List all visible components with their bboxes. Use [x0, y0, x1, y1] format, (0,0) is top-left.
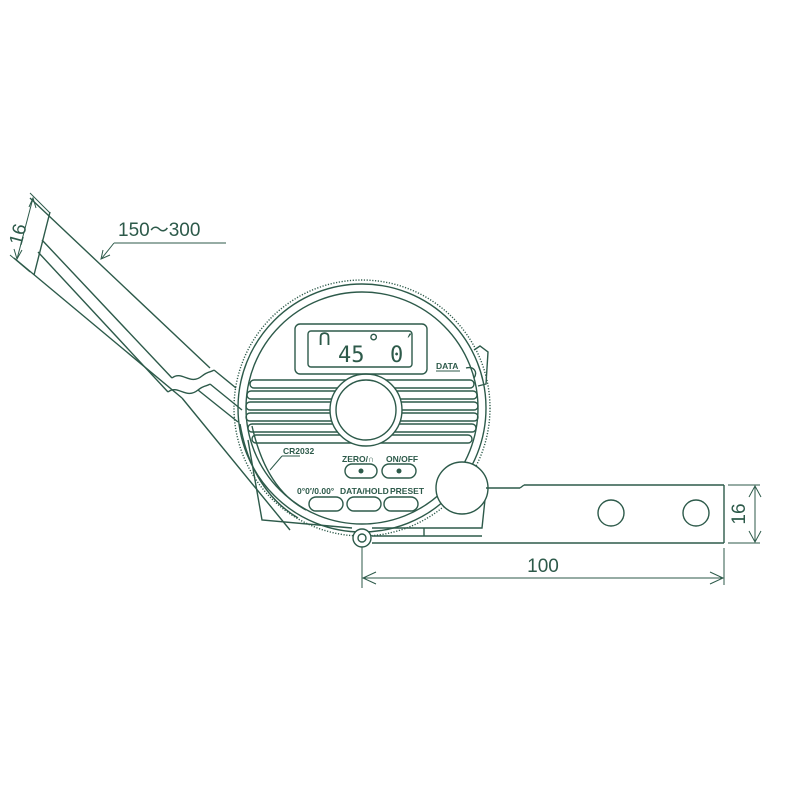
onoff-label: ON/OFF [386, 454, 418, 464]
mounting-hole-2 [682, 499, 710, 527]
lock-knob[interactable] [435, 461, 489, 515]
units-button[interactable] [308, 496, 344, 512]
dimension-base-length: 100 [361, 547, 725, 588]
dim-16-right: 16 [729, 503, 750, 524]
data-port-label: DATA [436, 361, 458, 371]
battery-label: CR2032 [283, 446, 314, 456]
dimension-base-width: 16 [728, 484, 762, 544]
lcd-minutes: 0 [390, 343, 403, 368]
lcd-indicator: ∩ [318, 326, 331, 351]
dimension-blade-width: 16 [6, 192, 51, 273]
lcd-degrees: 45 [338, 343, 365, 368]
dimension-blade-length: 150〜300 [100, 220, 226, 260]
dial-body: ∩ 45 ° 0 ′ DATA CR2032 ZERO/∩ ON/OFF 0°0… [233, 279, 491, 548]
units-label: 0°0′/0.00° [297, 486, 335, 496]
pivot-pin [352, 528, 372, 548]
data-hold-label: DATA/HOLD [340, 486, 389, 496]
zero-button[interactable] [344, 463, 378, 479]
base-bar [372, 484, 725, 544]
lcd-degree-mark: ° [367, 331, 380, 356]
dim-16-left: 16 [6, 222, 32, 248]
lcd-screen [307, 330, 413, 368]
dim-100: 100 [527, 556, 559, 577]
onoff-button[interactable] [381, 463, 417, 479]
blade-arm [13, 197, 291, 531]
zero-button-dot-icon [358, 468, 364, 474]
preset-button[interactable] [383, 496, 419, 512]
lcd-minute-mark: ′ [403, 331, 416, 356]
dim-150-300: 150〜300 [118, 220, 200, 241]
lcd-bezel [294, 323, 428, 375]
preset-label: PRESET [390, 486, 425, 496]
data-hold-button[interactable] [346, 496, 382, 512]
mounting-hole-1 [597, 499, 625, 527]
onoff-button-dot-icon [396, 468, 402, 474]
zero-label: ZERO/∩ [342, 454, 374, 464]
